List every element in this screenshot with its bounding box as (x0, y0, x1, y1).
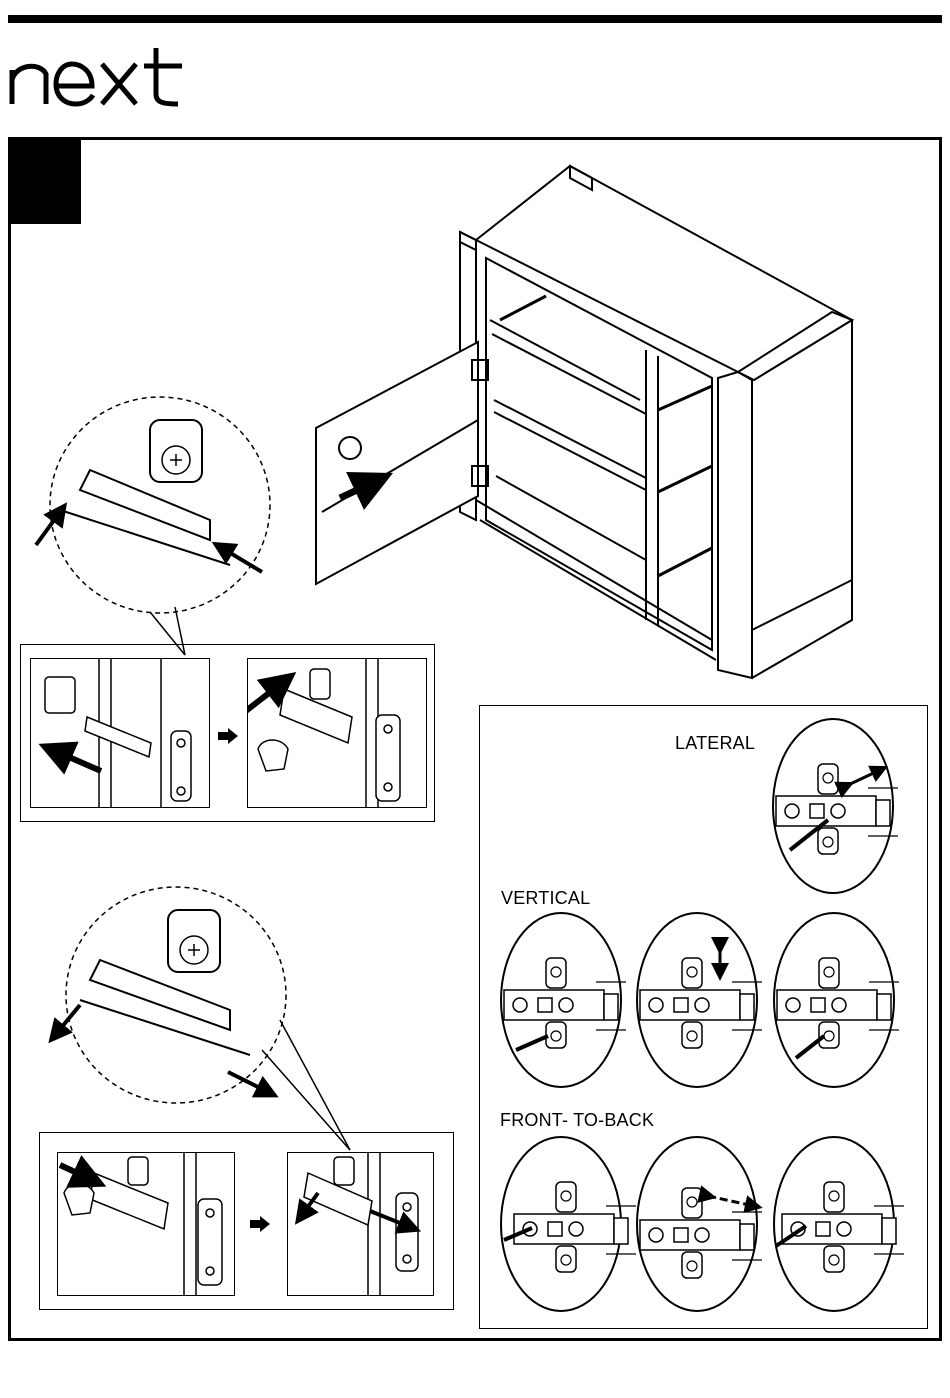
front-to-back-adjustment-detail-2 (637, 1137, 762, 1311)
front-to-back-adjustment-detail-3 (774, 1137, 904, 1311)
vertical-adjustment-detail-1 (501, 913, 626, 1087)
vertical-adjustment-detail-2 (637, 913, 762, 1087)
front-to-back-adjustment-detail-1 (501, 1137, 636, 1311)
lateral-adjustment-detail (773, 719, 898, 893)
vertical-adjustment-detail-3 (774, 913, 899, 1087)
